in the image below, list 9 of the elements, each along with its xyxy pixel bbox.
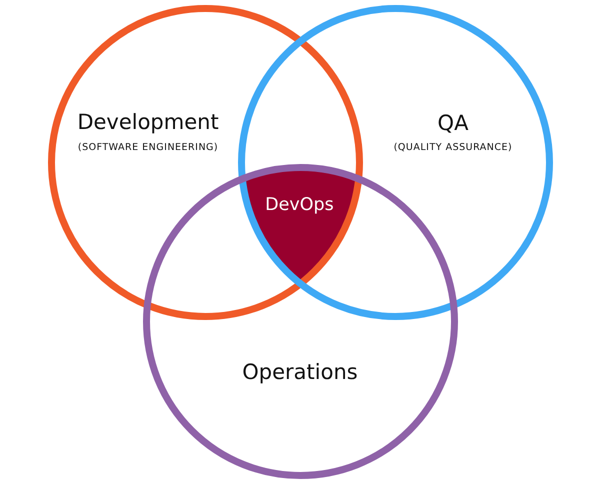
circle-subtitle: (SOFTWARE ENGINEERING) [78,142,218,154]
venn-circle [238,4,552,320]
venn-circle [142,164,458,478]
intersection-label: DevOps [265,195,334,216]
circle-title: Operations [242,360,358,386]
circle-title: QA [438,111,468,136]
circle-title: Development [77,110,219,136]
venn-circle [48,4,362,320]
circle-subtitle: (QUALITY ASSURANCE) [394,142,512,153]
